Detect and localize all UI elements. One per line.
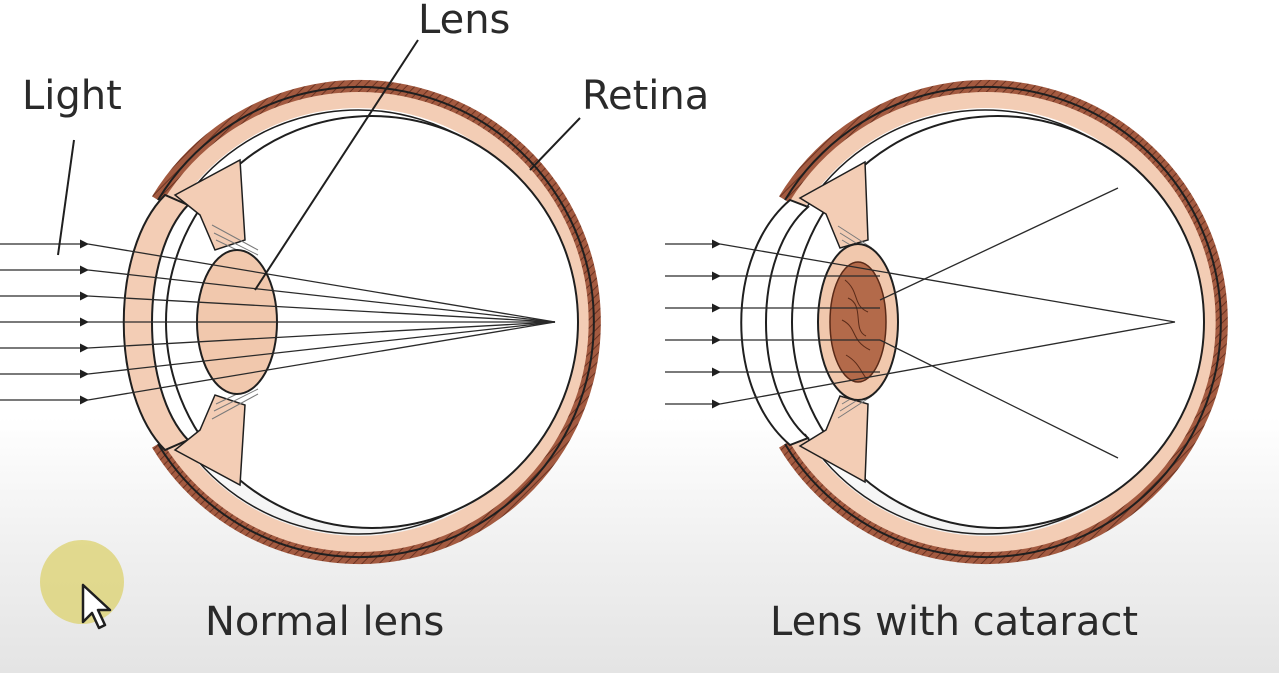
normal-eye-iris-lower — [173, 394, 246, 487]
cataract-eye-choroid — [790, 92, 1216, 552]
cataract-eye-light-rays — [665, 187, 1176, 459]
normal-eye-cornea — [122, 193, 190, 452]
cataract-eye-vitreous — [791, 115, 1205, 529]
mouse-pointer-icon — [81, 583, 112, 630]
label-lens: Lens — [418, 0, 511, 43]
normal-eye-iris-upper — [173, 158, 246, 251]
light-leader-line — [57, 139, 75, 256]
cataract-lens-clouding — [829, 261, 887, 383]
label-light: Light — [22, 73, 122, 119]
caption-normal-lens: Normal lens — [205, 599, 445, 645]
normal-eye-light-rays — [0, 239, 556, 405]
cataract-eye-cornea — [740, 198, 810, 447]
label-retina: Retina — [582, 73, 710, 119]
caption-lens-with-cataract: Lens with cataract — [770, 599, 1139, 645]
retina-leader-line — [529, 117, 581, 171]
lens-leader-line — [254, 39, 419, 291]
cataract-eye — [665, 80, 1228, 564]
normal-eye-choroid — [163, 92, 589, 552]
normal-eye — [0, 39, 601, 564]
